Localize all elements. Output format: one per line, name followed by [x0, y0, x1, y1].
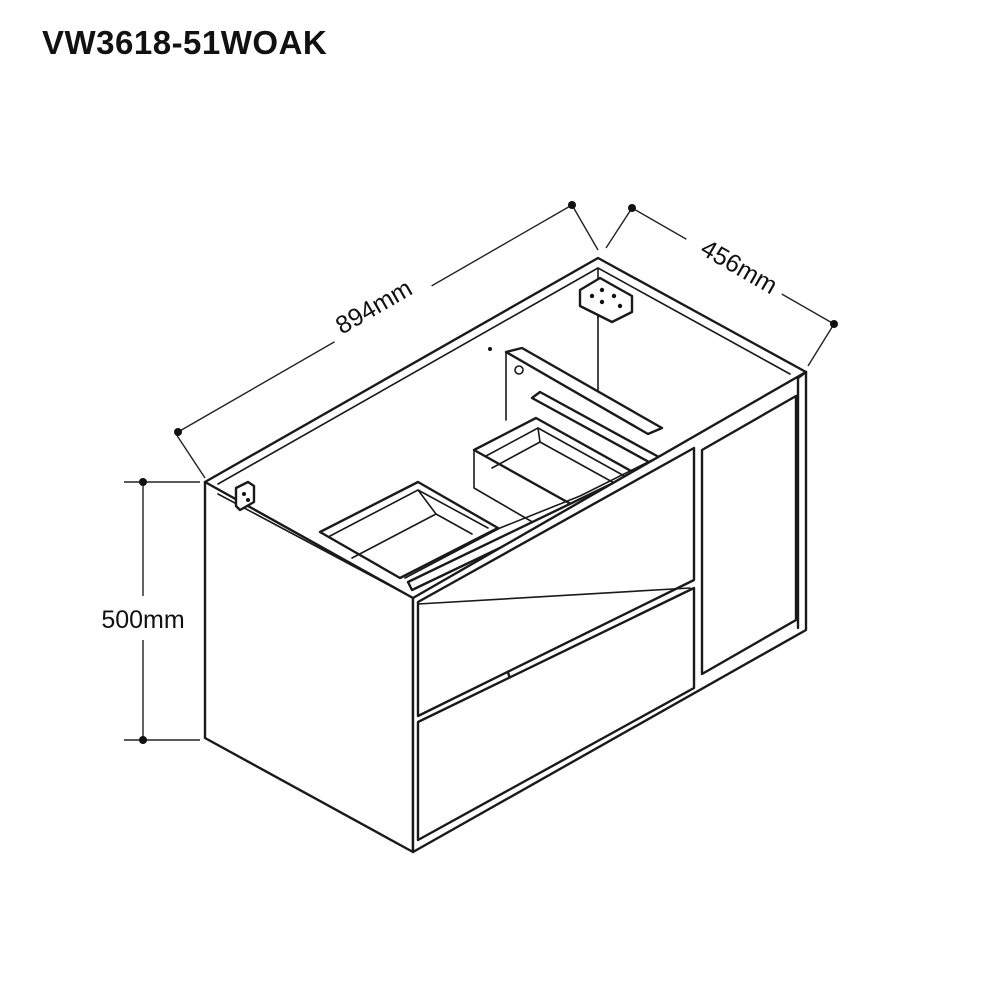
middle-drawer-front[interactable] — [416, 446, 696, 718]
side-door[interactable] — [700, 394, 798, 676]
corner-bracket-right — [578, 276, 634, 324]
center-divider — [504, 346, 664, 436]
height-dimension: 500mm — [88, 478, 200, 744]
bottom-drawer-front[interactable] — [416, 586, 696, 842]
upper-drawer-box-left — [318, 480, 500, 580]
product-code-title: VW3618-51WOAK — [42, 24, 328, 61]
top-back-edge — [203, 256, 808, 484]
height-label: 500mm — [101, 606, 184, 634]
depth-dimension: 456mm — [605, 204, 838, 367]
corner-bracket-left — [234, 480, 256, 512]
width-dimension: 894mm — [174, 201, 599, 479]
cabinet-front — [411, 370, 808, 854]
